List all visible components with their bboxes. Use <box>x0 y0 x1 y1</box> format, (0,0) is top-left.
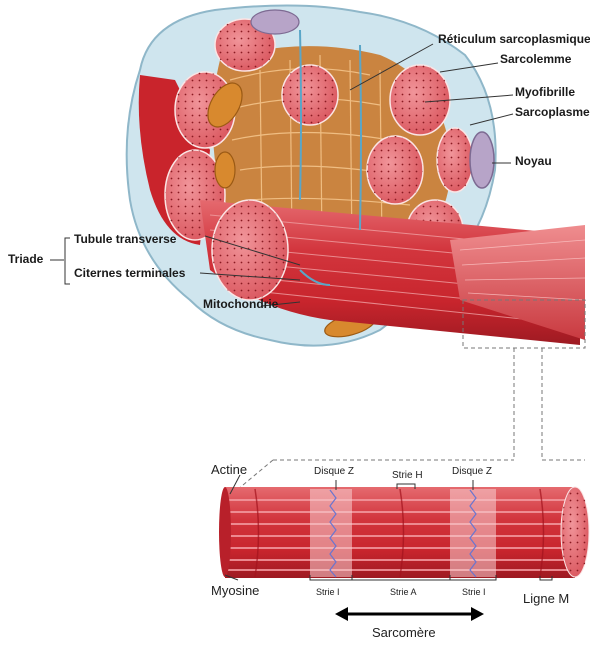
label-sarcomere: Sarcomère <box>372 625 436 640</box>
sarcomere-cylinder <box>219 487 589 578</box>
label-triade: Triade <box>8 252 43 266</box>
label-sarcolemme: Sarcolemme <box>500 52 571 66</box>
label-myosine: Myosine <box>211 583 259 598</box>
label-sarcoplasme: Sarcoplasme <box>515 105 590 119</box>
label-strie-h: Strie H <box>392 470 423 481</box>
label-ligne-m: Ligne M <box>523 591 569 606</box>
label-strie-i-left: Strie I <box>316 587 340 597</box>
label-citernes-terminales: Citernes terminales <box>74 266 185 280</box>
label-disque-z-right: Disque Z <box>452 466 492 477</box>
i-band-left <box>310 489 352 577</box>
nucleus <box>470 132 494 188</box>
label-noyau: Noyau <box>515 154 552 168</box>
label-reticulum: Réticulum sarcoplasmique <box>438 32 590 46</box>
nucleus-small <box>251 10 299 34</box>
label-actine: Actine <box>211 462 247 477</box>
label-strie-a: Strie A <box>390 587 417 597</box>
label-disque-z-left: Disque Z <box>314 466 354 477</box>
sarcomere-arrow <box>335 607 484 621</box>
label-strie-i-right: Strie I <box>462 587 486 597</box>
label-myofibrille: Myofibrille <box>515 85 575 99</box>
label-tubule-transverse: Tubule transverse <box>74 232 176 246</box>
label-mitochondrie: Mitochondrie <box>203 297 278 311</box>
